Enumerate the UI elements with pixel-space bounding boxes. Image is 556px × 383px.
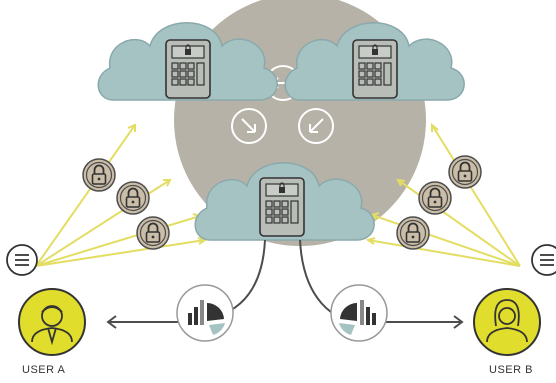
calculator-lock-icon [352, 39, 398, 99]
calculator-lock-icon [259, 177, 305, 237]
padlock-icon [116, 181, 150, 215]
pie-chart-icon [176, 284, 234, 342]
padlock-icon [448, 155, 482, 189]
data-flow-connectors [106, 239, 464, 329]
user-b-avatar [473, 288, 541, 356]
calculator-lock-icon [165, 39, 211, 99]
menu-icon [6, 244, 38, 276]
user-b-label: USER B [489, 364, 533, 376]
padlock-icon [396, 216, 430, 250]
user-b-connectors [365, 122, 521, 267]
padlock-icon [418, 181, 452, 215]
user-a-avatar [18, 288, 86, 356]
menu-icon [531, 244, 556, 276]
user-a-connectors [35, 123, 208, 267]
user-a-label: USER A [22, 364, 66, 376]
padlock-icon [136, 216, 170, 250]
pie-chart-icon [330, 284, 388, 342]
padlock-icon [82, 158, 116, 192]
